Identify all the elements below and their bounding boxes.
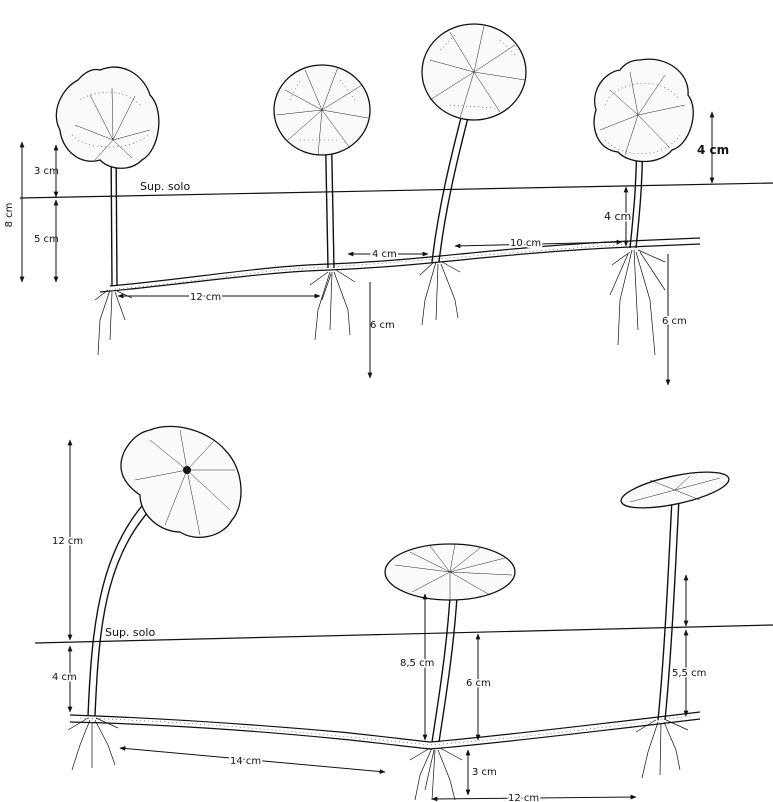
- leaf-1: [56, 67, 159, 168]
- internode-right-label: 12 cm: [508, 793, 539, 802]
- internode-a-label: 12 cm: [190, 292, 221, 303]
- petiole-below-label: 4 cm: [52, 672, 77, 683]
- bottom-panel: Sup. solo: [35, 426, 773, 802]
- plant-7: [618, 465, 731, 778]
- leaf-height-right-label: 4 cm: [697, 143, 729, 157]
- below-soil-label: 5 cm: [34, 234, 59, 245]
- root-depth-mid-label: 3 cm: [472, 767, 497, 778]
- soil-surface-label-bottom: Sup. solo: [105, 626, 155, 639]
- leaf-4: [594, 59, 693, 161]
- depth-right-label: 5,5 cm: [672, 668, 706, 679]
- root-depth-a-label: 6 cm: [370, 320, 395, 331]
- stem-depth-right-label: 4 cm: [604, 210, 631, 223]
- plant-4: [594, 59, 693, 355]
- depth-mid-label: 6 cm: [466, 678, 491, 689]
- total-height-label: 8 cm: [4, 203, 15, 228]
- soil-surface-label: Sup. solo: [140, 180, 190, 193]
- internode-c-label: 10 cm: [510, 238, 541, 249]
- rhizome: [100, 244, 700, 292]
- top-panel: Sup. solo: [4, 24, 773, 385]
- internode-left-label: 14 cm: [230, 756, 261, 767]
- plant-6: [385, 544, 515, 800]
- plant-1: [56, 67, 159, 355]
- above-soil-label: 3 cm: [34, 166, 59, 177]
- leaf-5: [121, 426, 241, 537]
- soil-surface-line: [20, 183, 773, 198]
- root-depth-right-label: 6 cm: [662, 316, 687, 327]
- petiole-total-mid-label: 8,5 cm: [400, 658, 434, 669]
- internode-b-label: 4 cm: [372, 249, 397, 260]
- rhizome-bottom: [70, 712, 700, 742]
- petiole-above-label: 12 cm: [52, 536, 83, 547]
- plant-3: [420, 24, 526, 325]
- plant-2: [274, 65, 370, 340]
